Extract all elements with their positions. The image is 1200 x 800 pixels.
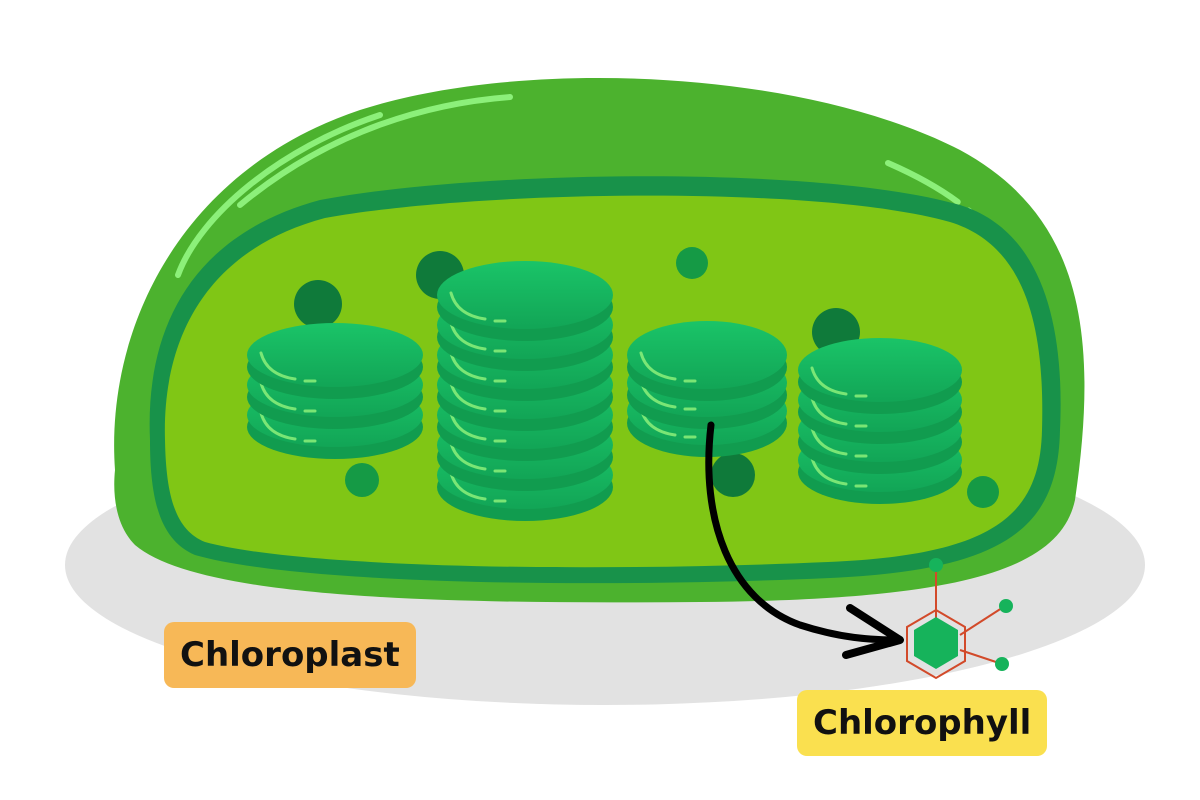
granule: [711, 453, 755, 497]
thylakoid-disc: [247, 323, 423, 399]
granum-stack: [627, 321, 787, 457]
granule: [676, 247, 708, 279]
thylakoid-disc: [437, 261, 613, 341]
outer-highlight-dash: [237, 94, 513, 208]
grana-group: [247, 261, 962, 521]
granule: [294, 280, 342, 328]
stroma-granules-light: [345, 247, 999, 508]
chlorophyll-molecule-icon: [906, 558, 1013, 680]
thylakoid-disc: [798, 338, 962, 414]
granum-stack: [798, 338, 962, 504]
granule: [345, 463, 379, 497]
arrow-line: [705, 421, 904, 644]
arrow-head: [842, 604, 904, 659]
thylakoid-disc: [627, 321, 787, 401]
granule: [967, 476, 999, 508]
chlorophyll-label: Chlorophyll: [797, 690, 1048, 756]
outer-highlight-left: [175, 112, 383, 278]
granum-stack: [437, 261, 613, 521]
chloroplast-label: Chloroplast: [164, 622, 416, 688]
granum-stack: [247, 323, 423, 459]
